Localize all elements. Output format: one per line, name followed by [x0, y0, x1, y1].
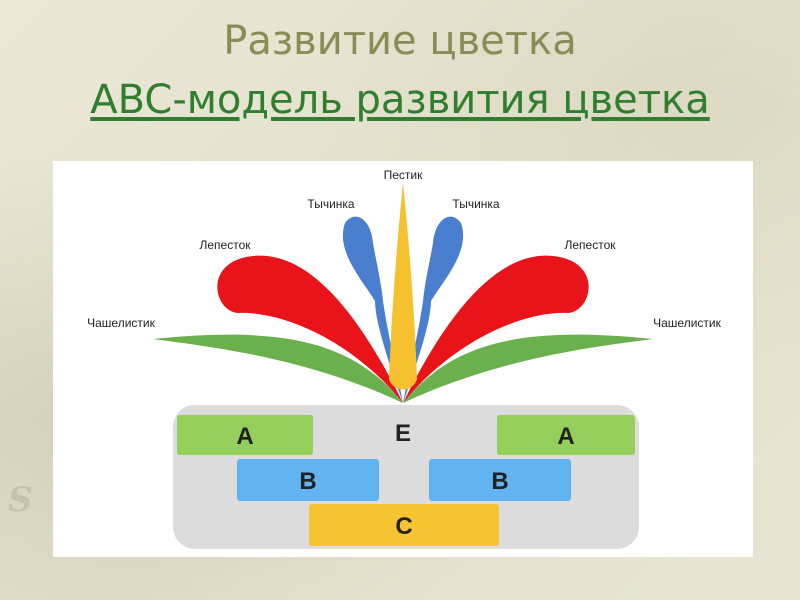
slide-subtitle-link[interactable]: ABC-модель развития цветка: [90, 77, 710, 123]
gene-b-left-label: B: [299, 468, 316, 495]
sepal-right-label: Чашелистик: [653, 316, 721, 330]
pistil: [389, 183, 417, 390]
petal-left-label: Лепесток: [199, 238, 251, 252]
stamen-left-label: Тычинка: [307, 197, 355, 211]
stamen-right: [403, 216, 464, 403]
gene-e-label: E: [395, 420, 411, 447]
petal-right: [403, 255, 589, 403]
background-watermark: S: [8, 480, 33, 520]
slide-title: Развитие цветка: [223, 18, 577, 64]
gene-b-right-label: B: [491, 468, 508, 495]
petal-left: [217, 255, 403, 403]
abc-model-diagram: Пестик Тычинка Тычинка Лепесток Лепесток…: [53, 161, 753, 557]
gene-a-right-box: [497, 415, 635, 455]
gene-a-left-box: [177, 415, 313, 455]
sepal-left: [153, 334, 403, 403]
gene-b-left-box: [237, 459, 379, 501]
abc-model-svg: Пестик Тычинка Тычинка Лепесток Лепесток…: [87, 168, 722, 549]
stamen-left: [342, 216, 403, 403]
petal-right-label: Лепесток: [564, 238, 616, 252]
stamen-right-label: Тычинка: [452, 197, 500, 211]
pistil-label: Пестик: [384, 168, 423, 182]
sepal-right: [403, 334, 653, 403]
gene-a-left-label: A: [236, 423, 253, 450]
sepal-left-label: Чашелистик: [87, 316, 155, 330]
gene-c-label: C: [395, 513, 412, 540]
gene-a-right-label: A: [557, 423, 574, 450]
gene-b-right-box: [429, 459, 571, 501]
gene-c-box: [309, 504, 499, 546]
